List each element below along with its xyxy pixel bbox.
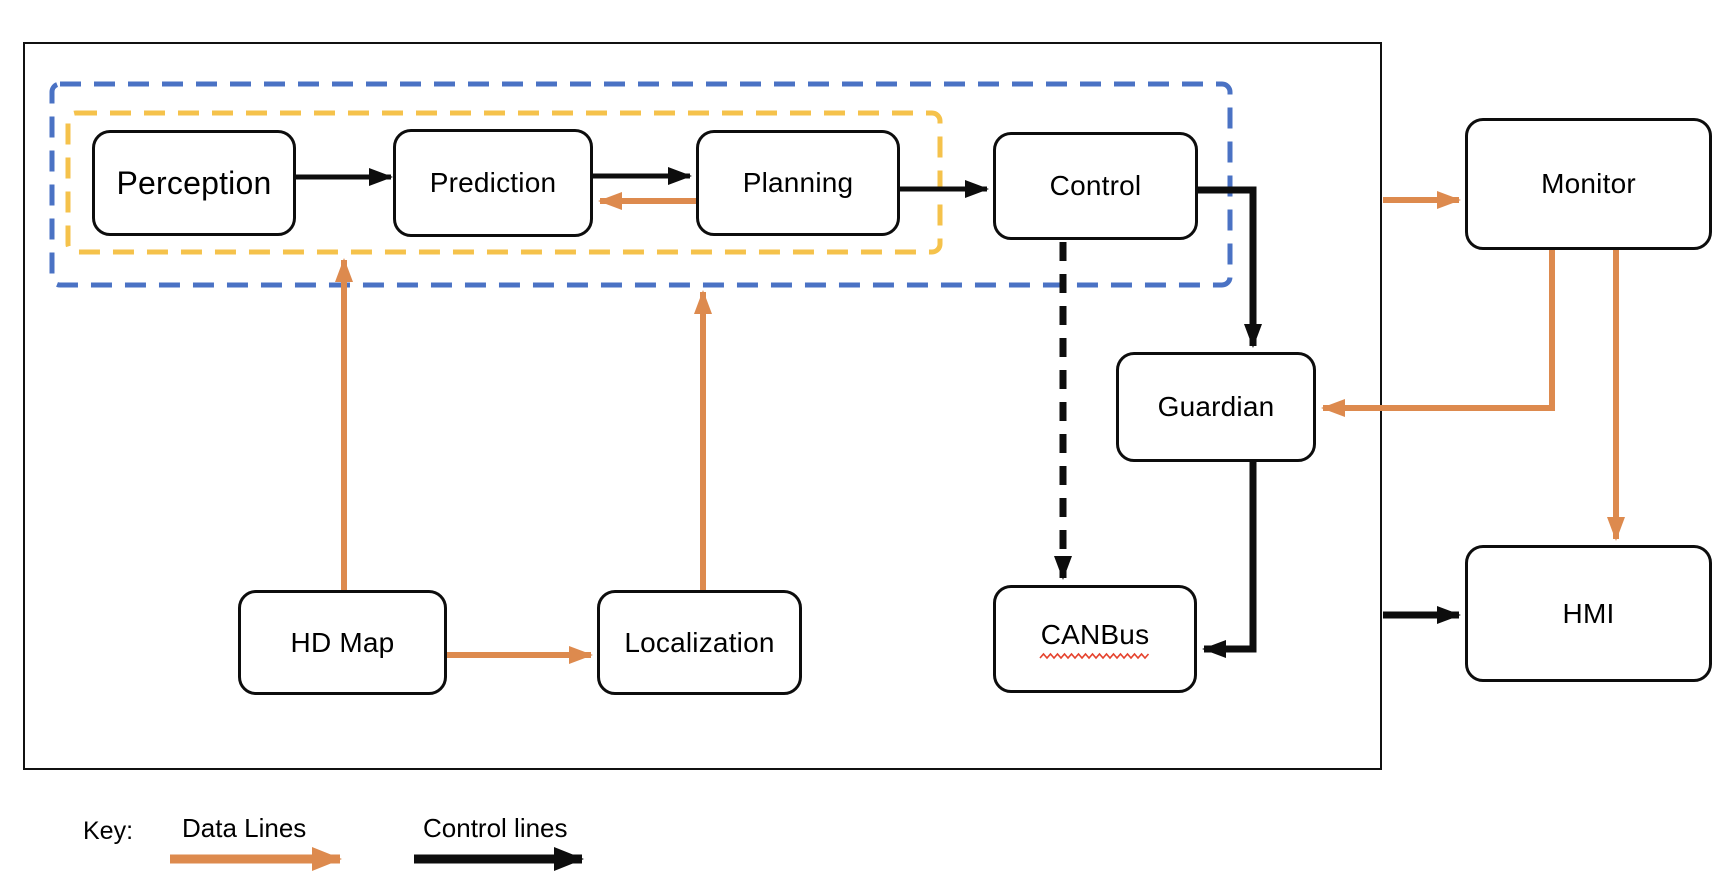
inner-module-group-dashed-border xyxy=(65,110,943,255)
node-planning: Planning xyxy=(696,130,900,236)
node-guardian-label: Guardian xyxy=(1157,391,1275,422)
node-hmi: HMI xyxy=(1465,545,1712,682)
key-title: Key: xyxy=(83,817,134,845)
node-hd-map-label: HD Map xyxy=(290,626,395,658)
outer-module-group-dashed-border xyxy=(49,81,1233,288)
node-perception: Perception xyxy=(92,130,296,236)
node-hmi-label: HMI xyxy=(1562,597,1615,629)
node-prediction: Prediction xyxy=(393,129,593,237)
node-control: Control xyxy=(993,132,1198,240)
node-canbus-label: CANBus xyxy=(1040,618,1150,650)
node-canbus: CANBus xyxy=(993,585,1197,693)
key-data-lines-label: Data Lines xyxy=(182,813,307,843)
spellcheck-squiggle-underline xyxy=(1039,652,1150,659)
node-monitor-label: Monitor xyxy=(1541,168,1636,199)
node-perception-label: Perception xyxy=(116,164,272,201)
node-hd-map: HD Map xyxy=(238,590,447,695)
edge-monitor-to-guardian xyxy=(1321,250,1555,417)
key-control-lines-label: Control lines xyxy=(423,813,568,843)
node-localization: Localization xyxy=(597,590,802,695)
node-planning-label: Planning xyxy=(742,167,854,198)
edge-control-to-guardian xyxy=(1198,186,1262,348)
node-monitor: Monitor xyxy=(1465,118,1712,250)
edge-guardian-to-canbus xyxy=(1202,462,1257,658)
node-control-label: Control xyxy=(1049,170,1142,201)
node-localization-label: Localization xyxy=(624,626,775,658)
node-guardian: Guardian xyxy=(1116,352,1316,462)
node-prediction-label: Prediction xyxy=(429,167,557,198)
